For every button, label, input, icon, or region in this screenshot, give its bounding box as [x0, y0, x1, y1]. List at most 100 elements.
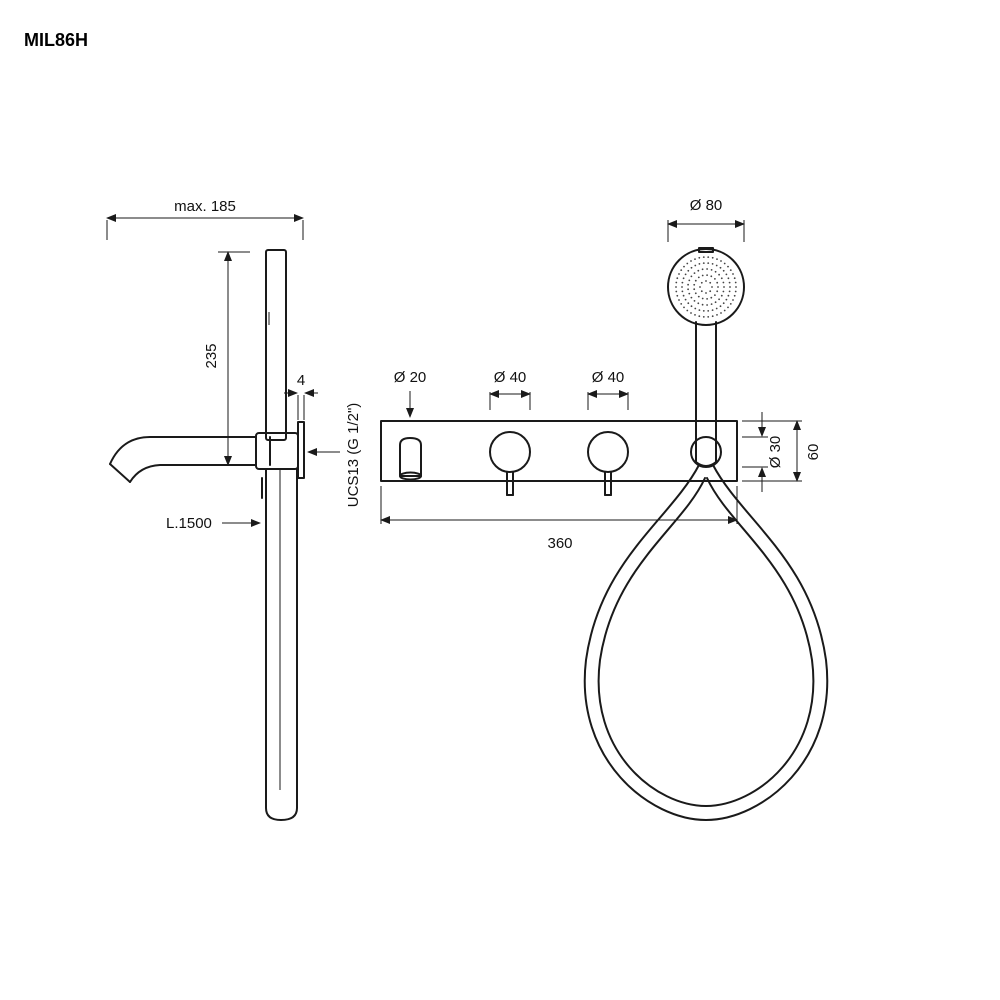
nozzle-dot [706, 304, 708, 306]
nozzle-dot [716, 281, 719, 284]
nozzle-dot [678, 299, 680, 301]
hose-loop-inner [597, 477, 815, 807]
nozzle-dot [711, 286, 713, 288]
nozzle-dot [717, 286, 719, 288]
nozzle-dot [700, 290, 703, 293]
nozzle-dot [714, 301, 717, 304]
nozzle-dot [722, 269, 725, 272]
nozzle-dot [690, 312, 692, 314]
nozzle-dot [720, 312, 722, 314]
nozzle-dot [694, 292, 697, 295]
spout-side [109, 436, 257, 483]
nozzle-dot [727, 277, 730, 280]
nozzle-dot [711, 256, 714, 259]
nozzle-dot [716, 258, 718, 260]
nozzle-dot [720, 260, 722, 262]
label-60: 60 [805, 444, 822, 461]
label-hose-length: L.1500 [166, 515, 212, 532]
label-235: 235 [203, 343, 220, 368]
nozzle-dot [675, 290, 678, 293]
hose-side [265, 468, 298, 821]
spout-front-outlet [399, 471, 422, 481]
nozzle-dot [725, 298, 728, 301]
label-max-185: max. 185 [174, 198, 236, 215]
nozzle-dot [675, 286, 677, 288]
holder-body-side [255, 432, 299, 470]
nozzle-dot [732, 273, 734, 275]
nozzle-dot [723, 262, 726, 265]
nozzle-dot [719, 266, 722, 269]
nozzle-dot [694, 307, 697, 310]
nozzle-dot [690, 275, 693, 278]
nozzle-dot [681, 290, 684, 293]
nozzle-dot [705, 292, 707, 294]
nozzle-dot [683, 265, 685, 268]
nozzle-dot [734, 281, 737, 284]
nozzle-dot [686, 262, 689, 265]
model-title: MIL86H [24, 30, 88, 50]
nozzle-dot [697, 302, 700, 305]
nozzle-dot [720, 277, 723, 280]
nozzle-dot [687, 288, 689, 291]
nozzle-dot [727, 306, 729, 309]
label-diam-80: Ø 80 [690, 197, 723, 214]
nozzle-dot [688, 279, 691, 282]
nozzle-dot [697, 295, 700, 298]
spout-front [399, 437, 422, 477]
nozzle-dot [733, 277, 736, 280]
nozzle-dot [702, 316, 705, 318]
nozzle-dot [700, 281, 703, 284]
nozzle-dot [729, 269, 732, 271]
nozzle-dot [690, 266, 693, 269]
nozzle-dot [706, 274, 708, 276]
side-view: max. 185 235 4 UCS13 (G 1/2") L.1500 [106, 198, 362, 821]
nozzle-dot [705, 280, 707, 282]
nozzle-dot [702, 262, 705, 264]
nozzle-dot [715, 264, 718, 267]
nozzle-dot [684, 298, 687, 301]
nozzle-dot [727, 265, 729, 268]
nozzle-dot [701, 303, 704, 306]
label-connection: UCS13 (G 1/2") [345, 403, 362, 508]
nozzle-dot [728, 290, 731, 293]
nozzle-dot [687, 302, 690, 305]
nozzle-dot [718, 298, 720, 301]
label-diam-40-a: Ø 40 [494, 369, 527, 386]
nozzle-dot [683, 306, 685, 309]
nozzle-dot [702, 310, 705, 312]
nozzle-dot [710, 275, 713, 278]
nozzle-dot [710, 269, 713, 271]
nozzle-dot [693, 283, 696, 286]
nozzle-dot [690, 260, 692, 262]
nozzle-dot [707, 310, 710, 312]
nozzle-dot [725, 273, 728, 276]
nozzle-dot [729, 303, 732, 305]
nozzle-dot [681, 281, 684, 284]
nozzle-dot [714, 294, 716, 296]
wall-plate-front [380, 420, 738, 482]
nozzle-dot [698, 256, 701, 259]
nozzle-dot [710, 303, 713, 305]
nozzle-dot [733, 294, 736, 297]
nozzle-dot [693, 300, 696, 302]
nozzle-dot [684, 273, 687, 276]
nozzle-dot [682, 294, 685, 297]
front-view: Ø 20 Ø 40 Ø 40 Ø 80 360 Ø 30 60 [380, 197, 829, 821]
nozzle-dot [722, 281, 725, 284]
nozzle-dot [735, 286, 737, 288]
label-diam-40-b: Ø 40 [592, 369, 625, 386]
nozzle-dot [722, 290, 725, 293]
nozzle-dot [716, 290, 719, 293]
nozzle-dot [694, 264, 697, 267]
nozzle-dot [710, 296, 713, 299]
nozzle-dot [732, 299, 734, 301]
nozzle-dot [688, 292, 691, 295]
nozzle-dot [722, 302, 725, 305]
nozzle-dot [719, 305, 722, 308]
knob-1 [489, 431, 531, 473]
shower-handle [695, 321, 717, 467]
label-diam-20: Ø 20 [394, 369, 427, 386]
nozzle-dot [701, 297, 704, 300]
nozzle-dot [734, 290, 737, 293]
